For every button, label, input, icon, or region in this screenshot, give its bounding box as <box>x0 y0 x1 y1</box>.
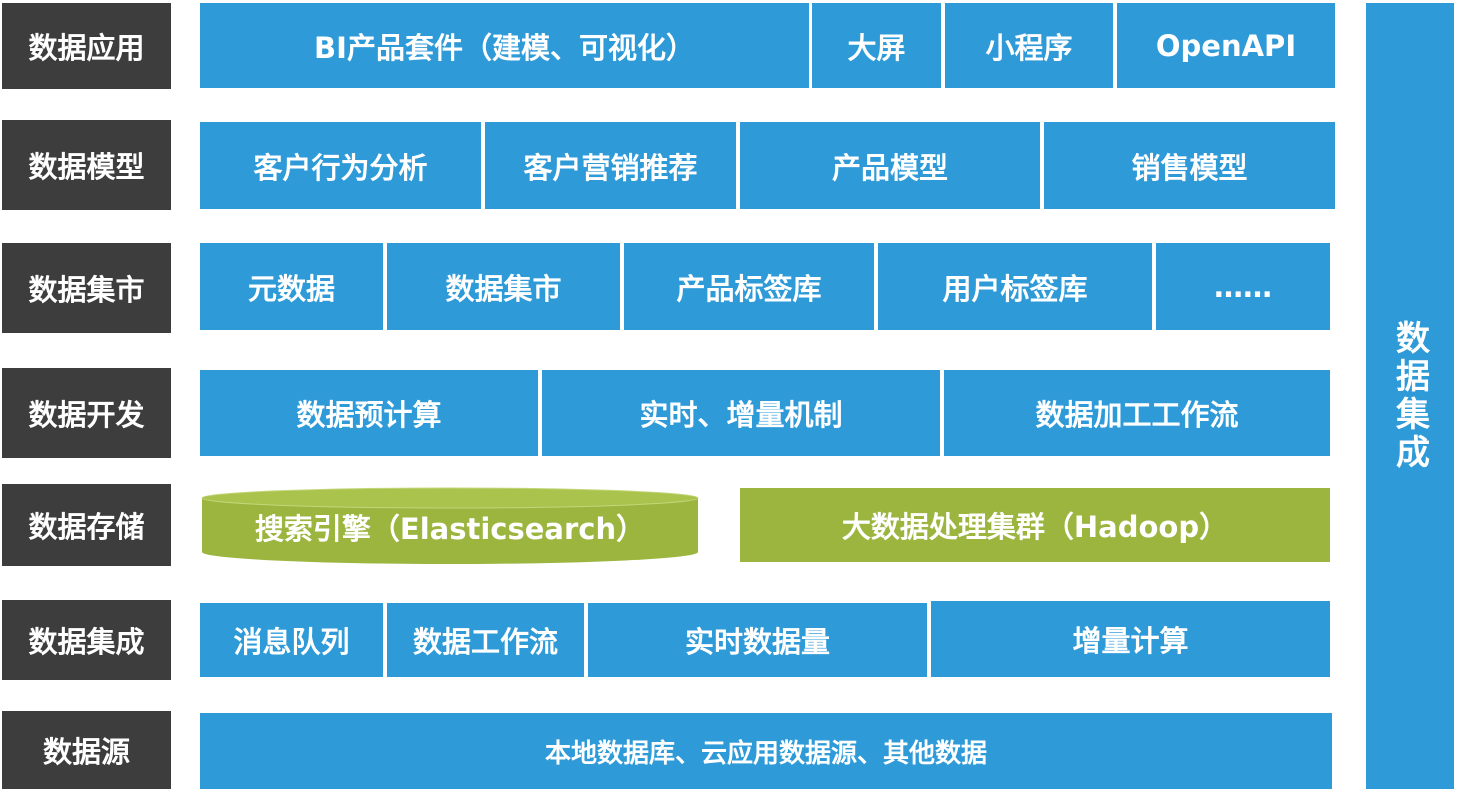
box-realtime-volume: 实时数据量 <box>588 603 927 677</box>
search-engine-cylinder: 搜索引擎（Elasticsearch） <box>200 486 700 566</box>
layer-label-storage: 数据存储 <box>2 484 171 566</box>
layer-label-mart: 数据集市 <box>2 243 171 333</box>
box-incremental-compute: 增量计算 <box>931 601 1330 677</box>
box-ellipsis: …… <box>1156 243 1330 330</box>
box-bi-suite: BI产品套件（建模、可视化） <box>200 3 809 88</box>
layer-label-source: 数据源 <box>2 711 171 789</box>
box-big-screen: 大屏 <box>812 3 941 88</box>
box-sales-model: 销售模型 <box>1044 122 1335 209</box>
layer-label-model: 数据模型 <box>2 120 171 210</box>
box-message-queue: 消息队列 <box>200 603 383 677</box>
box-customer-marketing: 客户营销推荐 <box>485 122 736 209</box>
layer-label-development: 数据开发 <box>2 368 171 458</box>
box-customer-behavior: 客户行为分析 <box>200 122 481 209</box>
search-engine-label: 搜索引擎（Elasticsearch） <box>254 512 646 546</box>
box-data-workflow: 数据工作流 <box>387 603 584 677</box>
box-user-tags: 用户标签库 <box>878 243 1152 330</box>
box-mini-program: 小程序 <box>945 3 1113 88</box>
box-processing-workflow: 数据加工工作流 <box>944 370 1330 456</box>
box-metadata: 元数据 <box>200 243 383 330</box>
box-data-mart: 数据集市 <box>387 243 620 330</box>
box-product-model: 产品模型 <box>740 122 1040 209</box>
box-data-sources: 本地数据库、云应用数据源、其他数据 <box>200 713 1332 789</box>
box-hadoop-cluster: 大数据处理集群（Hadoop） <box>740 488 1330 562</box>
layer-label-integration: 数据集成 <box>2 600 171 680</box>
box-realtime-incremental: 实时、增量机制 <box>542 370 940 456</box>
layer-label-application: 数据应用 <box>2 3 171 89</box>
cylinder-shape <box>201 487 699 564</box>
side-panel-integration: 数据集成 <box>1366 3 1454 789</box>
box-openapi: OpenAPI <box>1117 3 1335 88</box>
box-product-tags: 产品标签库 <box>624 243 874 330</box>
box-precompute: 数据预计算 <box>200 370 538 456</box>
